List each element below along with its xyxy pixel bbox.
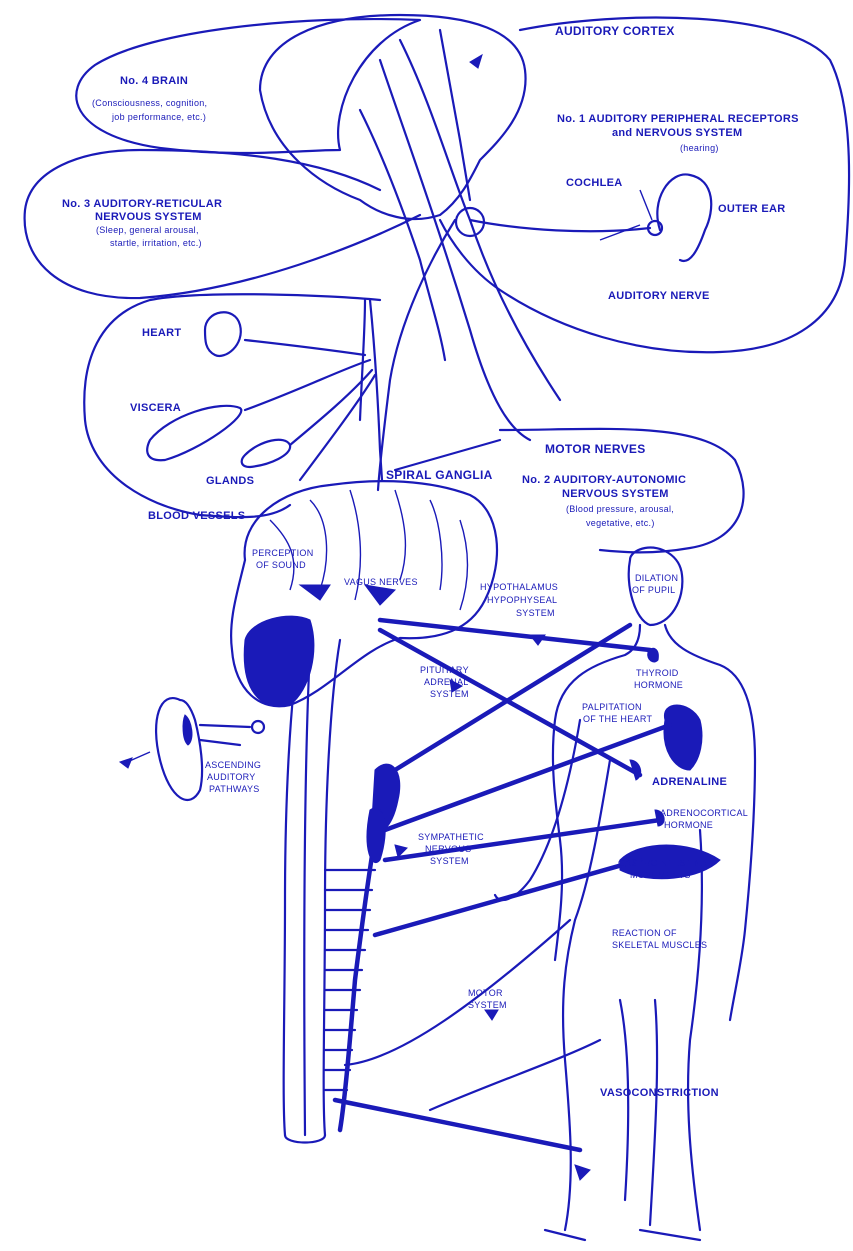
label-skeletal-2: SKELETAL MUSCLES xyxy=(612,940,707,950)
peripheral-balloon-outline xyxy=(440,18,849,353)
spinal-cord-left xyxy=(284,640,300,1135)
label-spiral-ganglia: SPIRAL GANGLIA xyxy=(386,469,493,481)
label-autonomic-3: (Blood pressure, arousal, xyxy=(566,504,674,514)
label-dilation-1: DILATION xyxy=(635,573,678,583)
label-heart: HEART xyxy=(142,327,181,339)
label-autonomic-1: No. 2 AUDITORY-AUTONOMIC xyxy=(522,474,686,486)
label-palpitation-1: PALPITATION xyxy=(582,702,642,712)
label-pituitary-1: PITUITARY xyxy=(420,665,469,675)
label-ascending-2: AUDITORY xyxy=(207,772,256,782)
label-cochlea: COCHLEA xyxy=(566,177,623,189)
label-auditory-cortex: AUDITORY CORTEX xyxy=(555,25,675,37)
label-motor-nerves: MOTOR NERVES xyxy=(545,443,646,455)
label-vasoconstriction: VASOCONSTRICTION xyxy=(600,1087,719,1099)
label-adrenaline: ADRENALINE xyxy=(652,776,727,788)
label-pituitary-3: SYSTEM xyxy=(430,689,469,699)
label-sympathetic-2: NERVOUS xyxy=(425,844,471,854)
label-ascending-1: ASCENDING xyxy=(205,760,261,770)
label-perception-2: OF SOUND xyxy=(256,560,306,570)
outer-ear-upper xyxy=(657,174,711,261)
label-hypothalamus-1: HYPOTHALAMUS xyxy=(480,582,558,592)
label-pituitary-2: ADRENAL xyxy=(424,677,469,687)
glands-outline xyxy=(242,440,290,467)
label-blood-vessels: BLOOD VESSELS xyxy=(148,510,245,522)
label-sympathetic-3: SYSTEM xyxy=(430,856,469,866)
label-perception-1: PERCEPTION xyxy=(252,548,314,558)
label-ascending-3: PATHWAYS xyxy=(209,784,260,794)
label-peripheral-2: and NERVOUS SYSTEM xyxy=(612,127,743,139)
label-vagus: VAGUS NERVES xyxy=(344,577,418,587)
label-reticular-1: No. 3 AUDITORY-RETICULAR xyxy=(62,198,222,210)
label-reticular-4: startle, irritation, etc.) xyxy=(110,238,202,248)
label-thyroid-1: THYROID xyxy=(636,668,679,678)
label-sympathetic-1: SYMPATHETIC xyxy=(418,832,484,842)
label-autonomic-2: NERVOUS SYSTEM xyxy=(562,488,669,500)
spinal-cord-right xyxy=(324,640,340,1135)
label-motor-1: MOTOR xyxy=(468,988,503,998)
label-reticular-2: NERVOUS SYSTEM xyxy=(95,211,202,223)
heart-outline xyxy=(205,312,241,356)
label-reticular-3: (Sleep, general arousal, xyxy=(96,225,199,235)
brain-outline xyxy=(260,15,526,219)
label-brain-sub2: job performance, etc.) xyxy=(112,112,206,122)
label-brain-title: No. 4 BRAIN xyxy=(120,75,188,87)
label-palpitation-2: OF THE HEART xyxy=(583,714,652,724)
reticular-balloon-outline xyxy=(25,150,420,298)
label-gastro-2: MOVEMENTS xyxy=(630,870,691,880)
label-peripheral-3: (hearing) xyxy=(680,143,719,153)
label-gastro-1: GASTROINTESTINAL xyxy=(618,858,713,868)
label-outer-ear: OUTER EAR xyxy=(718,203,785,215)
label-glands: GLANDS xyxy=(206,475,254,487)
label-auditory-nerve: AUDITORY NERVE xyxy=(608,290,710,302)
label-hypothalamus-2: HYPOPHYSEAL xyxy=(487,595,557,605)
label-autonomic-4: vegetative, etc.) xyxy=(586,518,655,528)
body-heart xyxy=(664,705,702,770)
label-peripheral-1: No. 1 AUDITORY PERIPHERAL RECEPTORS xyxy=(557,113,799,125)
label-adrenocortical-1: ADRENOCORTICAL xyxy=(660,808,748,818)
label-motor-2: SYSTEM xyxy=(468,1000,507,1010)
label-adrenocortical-2: HORMONE xyxy=(664,820,713,830)
connection-lines xyxy=(335,620,670,1150)
label-skeletal-1: REACTION OF xyxy=(612,928,677,938)
label-brain-sub1: (Consciousness, cognition, xyxy=(92,98,207,108)
cerebellum-shading xyxy=(244,616,314,706)
label-thyroid-2: HORMONE xyxy=(634,680,683,690)
label-viscera: VISCERA xyxy=(130,402,181,414)
label-hypothalamus-3: SYSTEM xyxy=(516,608,555,618)
label-dilation-2: OF PUPIL xyxy=(632,585,675,595)
auditory-nerve-line xyxy=(470,220,650,231)
outer-ear-lower xyxy=(156,698,202,800)
